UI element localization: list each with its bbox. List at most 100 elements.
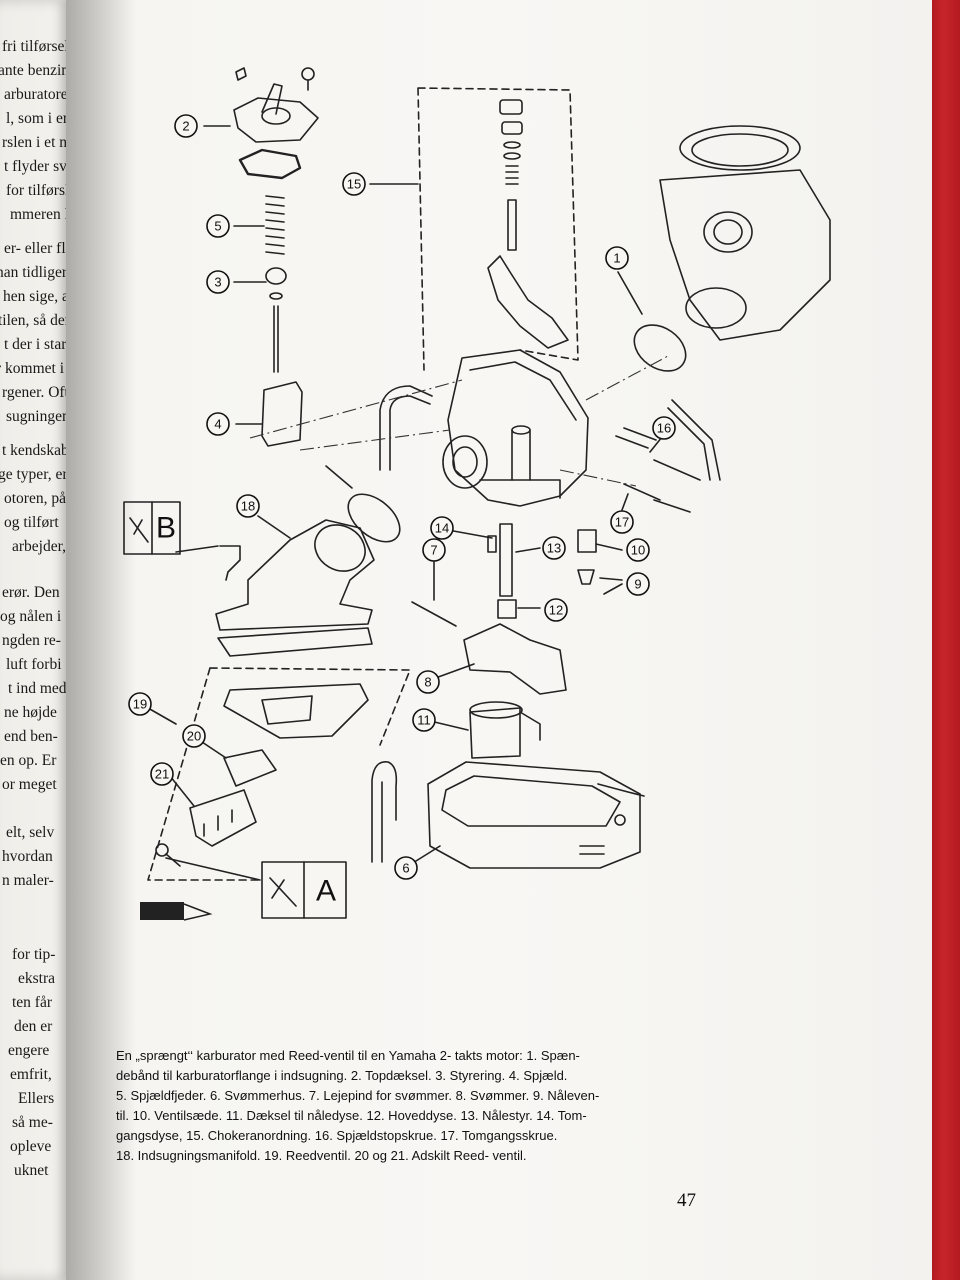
caption-line: En „sprængt‘‘ karburator med Reed-ventil… bbox=[116, 1048, 580, 1063]
left-page-text-line: erør. Den bbox=[2, 584, 60, 601]
left-page-text-line: og nålen i bbox=[0, 608, 62, 625]
callout-number: 10 bbox=[631, 543, 645, 558]
caption-line: gangsdyse, 15. Chokeranordning. 16. Spjæ… bbox=[116, 1128, 558, 1143]
caption-line: til. 10. Ventilsæde. 11. Dæksel til nåle… bbox=[116, 1108, 587, 1123]
left-page-text-line: engere bbox=[8, 1042, 50, 1059]
callout-9: 9 bbox=[626, 572, 650, 596]
callout-circle bbox=[610, 510, 634, 534]
left-page-text-line: arbejder, bbox=[12, 538, 67, 555]
left-page-text-line: end ben- bbox=[4, 728, 58, 745]
left-page-text-line: emfrit, bbox=[10, 1066, 52, 1083]
callout-circle bbox=[416, 670, 440, 694]
callout-number: 2 bbox=[182, 119, 189, 134]
left-page-text-line: sugningen. bbox=[6, 408, 74, 425]
callout-18: 18 bbox=[236, 494, 260, 518]
callout-number: 9 bbox=[634, 577, 641, 592]
callout-number: 21 bbox=[155, 767, 169, 782]
callout-5: 5 bbox=[206, 214, 230, 238]
callout-17: 17 bbox=[610, 510, 634, 534]
left-page-text-line: t der i start- bbox=[4, 336, 76, 353]
callout-number: 7 bbox=[430, 543, 437, 558]
callout-19: 19 bbox=[128, 692, 152, 716]
left-page-text-line: ekstra bbox=[18, 970, 56, 987]
callout-4: 4 bbox=[206, 412, 230, 436]
callout-number: 20 bbox=[187, 729, 201, 744]
callout-number: 19 bbox=[133, 697, 147, 712]
left-page-text-line: og tilført bbox=[4, 514, 59, 531]
left-page-text-line: elt, selv bbox=[6, 824, 55, 841]
left-page-text-line: luft forbi bbox=[6, 656, 62, 673]
left-page-text-line: t ind med bbox=[8, 680, 67, 697]
left-page-text-line: en op. Er bbox=[0, 752, 57, 769]
page-number: 47 bbox=[677, 1190, 696, 1211]
callout-circle bbox=[422, 538, 446, 562]
figure-caption: En „sprængt‘‘ karburator med Reed-ventil… bbox=[116, 1046, 696, 1166]
callout-number: 4 bbox=[214, 417, 221, 432]
callout-number: 14 bbox=[435, 521, 449, 536]
left-page-text-line: ne højde bbox=[4, 704, 57, 721]
callout-10: 10 bbox=[626, 538, 650, 562]
callout-number: 13 bbox=[547, 541, 561, 556]
left-page-text-line: r hen sige, at bbox=[0, 288, 74, 305]
callout-circle bbox=[544, 598, 568, 622]
callout-7: 7 bbox=[422, 538, 446, 562]
callout-number: 5 bbox=[214, 219, 221, 234]
callout-11: 11 bbox=[412, 708, 436, 732]
caption-line: debånd til karburatorflange i indsugning… bbox=[116, 1068, 568, 1083]
left-page-text-line: or meget bbox=[2, 776, 57, 793]
callout-number: 1 bbox=[613, 251, 620, 266]
left-page-text-line: er- eller fla- bbox=[4, 240, 78, 257]
callout-number: 16 bbox=[657, 421, 671, 436]
caption-line: 18. Indsugningsmanifold. 19. Reedventil.… bbox=[116, 1148, 527, 1163]
callout-circle bbox=[430, 516, 454, 540]
callout-number: 6 bbox=[402, 861, 409, 876]
left-page-text-line: ge typer, er bbox=[0, 466, 68, 483]
callout-20: 20 bbox=[182, 724, 206, 748]
callout-8: 8 bbox=[416, 670, 440, 694]
left-page-text-line: for tip- bbox=[12, 946, 56, 963]
callout-circle bbox=[174, 114, 198, 138]
left-page-text-line: ante benzinni- bbox=[0, 62, 87, 79]
callout-number: 8 bbox=[424, 675, 431, 690]
callout-circle bbox=[342, 172, 366, 196]
callout-number: 17 bbox=[615, 515, 629, 530]
callout-number: 3 bbox=[214, 275, 221, 290]
callout-1: 1 bbox=[605, 246, 629, 270]
callout-13: 13 bbox=[542, 536, 566, 560]
tool-label-b: B bbox=[156, 512, 176, 545]
left-page-text-line: r kommet i bbox=[0, 360, 65, 377]
callout-number: 11 bbox=[417, 713, 431, 728]
battery-icon bbox=[140, 902, 213, 921]
callout-circle bbox=[652, 416, 676, 440]
callout-15: 15 bbox=[342, 172, 366, 196]
callout-number: 15 bbox=[347, 177, 361, 192]
callout-number: 18 bbox=[241, 499, 255, 514]
left-page-text-line: tilen, så der bbox=[0, 312, 70, 329]
tool-label-a: A bbox=[316, 875, 336, 908]
left-page-text-line: rgener. Ofte bbox=[2, 384, 76, 401]
left-page-text-line: den er bbox=[14, 1018, 53, 1035]
callout-21: 21 bbox=[150, 762, 174, 786]
callout-circle bbox=[605, 246, 629, 270]
caption-line: 5. Spjældfjeder. 6. Svømmerhus. 7. Lejep… bbox=[116, 1088, 600, 1103]
callout-16: 16 bbox=[652, 416, 676, 440]
callout-circle bbox=[412, 708, 436, 732]
left-page-text-line: otoren, på bbox=[4, 490, 66, 507]
callout-14: 14 bbox=[430, 516, 454, 540]
callout-circle bbox=[206, 412, 230, 436]
callout-circle bbox=[206, 214, 230, 238]
callout-circle bbox=[626, 572, 650, 596]
left-page-text-line: ngden re- bbox=[2, 632, 61, 649]
left-page-text-line: nan tidligere bbox=[0, 264, 74, 281]
left-page-text-line: n maler- bbox=[2, 872, 54, 889]
callout-3: 3 bbox=[206, 270, 230, 294]
left-page-text-line: ten får bbox=[12, 994, 53, 1011]
left-page-text-line: uknet bbox=[14, 1162, 49, 1179]
left-page-text-line: opleve bbox=[10, 1138, 52, 1155]
callout-circle bbox=[206, 270, 230, 294]
callout-circle bbox=[542, 536, 566, 560]
callout-circle bbox=[128, 692, 152, 716]
left-page-text-line: så me- bbox=[12, 1114, 53, 1131]
callout-2: 2 bbox=[174, 114, 198, 138]
